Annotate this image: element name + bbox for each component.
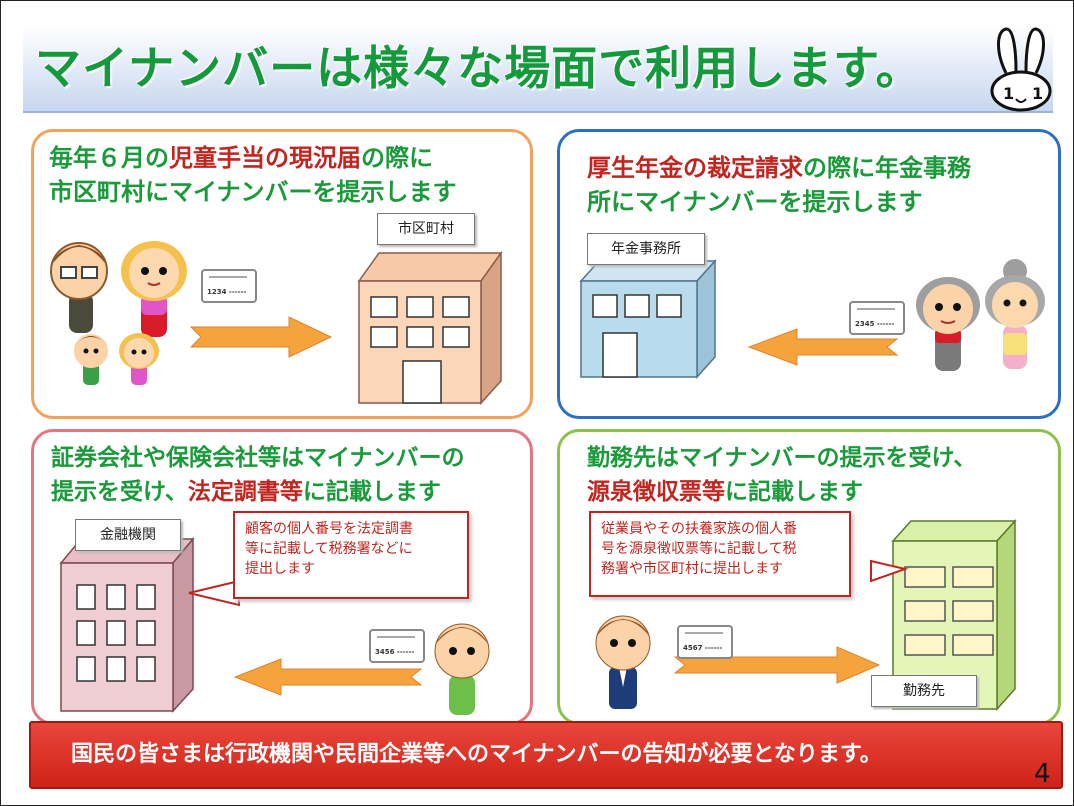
callout-employer: 従業員やその扶養家族の個人番 号を源泉徴収票等に記載して税 務署や市区町村に提出… xyxy=(589,511,851,597)
callout-tail xyxy=(870,559,909,583)
building-label-city-hall: 市区町村 xyxy=(377,213,475,245)
elderly-man-icon xyxy=(916,277,980,371)
callout-financial: 顧客の個人番号を法定調書 等に記載して税務署などに 提出します xyxy=(233,511,469,599)
employee-man-icon xyxy=(595,615,651,709)
elderly-woman-icon xyxy=(985,259,1045,369)
arrow-right-icon xyxy=(189,316,333,358)
mynumber-card-icon: 1234 ------ xyxy=(201,269,257,303)
svg-text:1: 1 xyxy=(1032,84,1043,103)
pension-office-building xyxy=(579,259,717,379)
mynumber-card-icon: 3456 ------ xyxy=(369,629,425,663)
mascot-rabbit-icon: 1 1 xyxy=(990,27,1052,112)
title-band xyxy=(23,27,1053,113)
panel4-text-line1: 勤務先はマイナンバーの提示を受け、 xyxy=(587,445,977,471)
svg-text:1: 1 xyxy=(1003,84,1014,103)
child-boy-icon xyxy=(74,334,108,385)
building-label-employer: 勤務先 xyxy=(871,675,977,707)
panel1-illustration xyxy=(50,241,503,405)
callout-tail xyxy=(188,579,240,607)
mynumber-card-icon: 2345 ------ xyxy=(849,301,905,335)
building-label-pension-office: 年金事務所 xyxy=(587,233,705,265)
panel3-text-line1: 証券会社や保険会社等はマイナンバーの xyxy=(51,445,465,471)
panel1-text-line1: 毎年６月の児童手当の現況届の際に xyxy=(49,144,433,172)
mother-icon xyxy=(121,241,187,337)
panel2-illustration xyxy=(579,259,1045,379)
arrow-left-icon xyxy=(747,328,899,366)
child-girl-icon xyxy=(119,333,159,385)
arrow-right-icon xyxy=(673,646,881,684)
mynumber-card-icon: 4567 ------ xyxy=(677,625,733,659)
page-title: マイナンバーは様々な場面で利用します。 xyxy=(35,41,923,95)
building-label-financial: 金融機関 xyxy=(75,519,181,551)
panel1-text-line2: 市区町村にマイナンバーを提示します xyxy=(49,178,457,206)
father-icon xyxy=(50,242,108,333)
panel4-text-line2: 源泉徴収票等に記載します xyxy=(587,479,863,505)
arrow-left-icon xyxy=(233,658,423,696)
page-number: 4 xyxy=(1034,759,1051,789)
customer-man-icon xyxy=(434,623,490,715)
panel3-text-line2: 提示を受け、法定調書等に記載します xyxy=(51,479,441,505)
footer-banner xyxy=(29,721,1063,789)
city-hall-building xyxy=(357,250,503,405)
financial-institution-building xyxy=(59,536,195,713)
footer-text: 国民の皆さまは行政機関や民間企業等へのマイナンバーの告知が必要となります。 xyxy=(71,742,882,767)
panel2-text-line1: 厚生年金の裁定請求の際に年金事務 xyxy=(587,154,971,182)
panel2-text-line2: 所にマイナンバーを提示します xyxy=(587,188,923,216)
